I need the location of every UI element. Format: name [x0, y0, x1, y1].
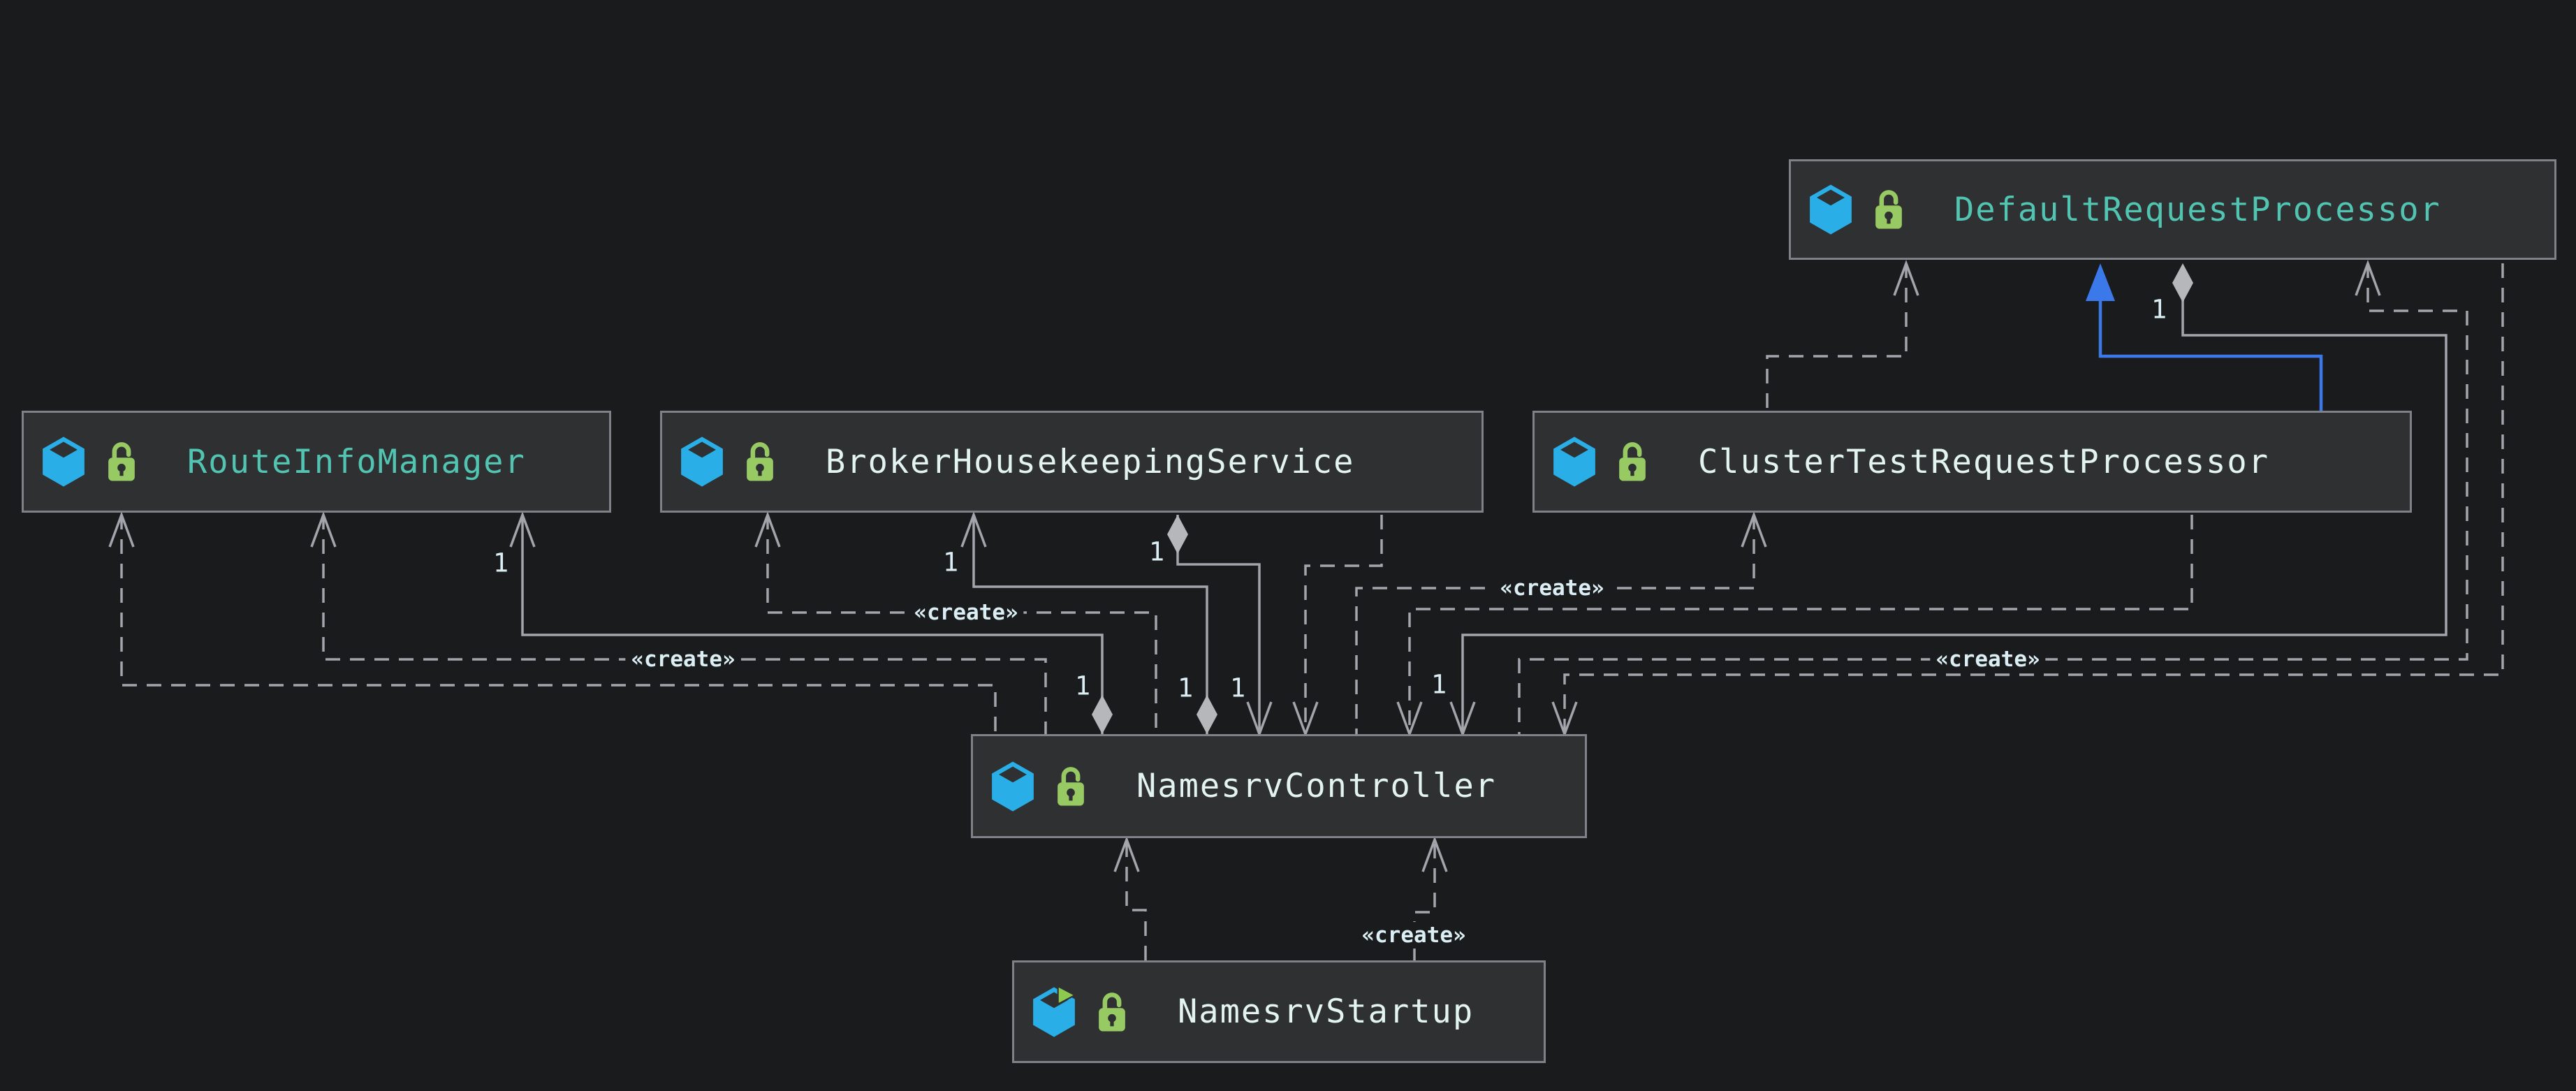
- edge-DefaultRequestProcessor-NamesrvController: [1461, 279, 2447, 734]
- edge-NamesrvController-BrokerHousekeepingService: [972, 515, 1208, 734]
- lock-icon: [1619, 442, 1646, 481]
- edge-ClusterTestRequestProcessor-NamesrvController: [1408, 515, 2193, 734]
- class-cube-icon: [1553, 437, 1595, 487]
- edge-BrokerHousekeepingService-NamesrvController: [1304, 515, 1383, 734]
- stereotype-label: «create»: [1930, 646, 2046, 673]
- edge-ClusterTestRequestProcessor-DefaultRequestProcessor: [1766, 263, 1908, 411]
- class-cube-icon: [681, 437, 723, 487]
- edge-DefaultRequestProcessor-NamesrvController: [1563, 263, 2504, 734]
- open-arrowhead-icon: [1421, 835, 1448, 872]
- edge-NamesrvStartup-NamesrvController: [1125, 840, 1147, 960]
- class-cube-icon: [992, 761, 1034, 812]
- open-arrowhead-icon: [1741, 511, 1767, 548]
- class-node-defaultrequestprocessor[interactable]: DefaultRequestProcessor: [1789, 159, 2556, 260]
- stereotype-label: «create»: [908, 599, 1024, 626]
- class-node-namesrvstartup[interactable]: NamesrvStartup: [1012, 960, 1546, 1063]
- lock-icon: [1099, 992, 1125, 1032]
- class-node-brokerhousekeepingservice[interactable]: BrokerHousekeepingService: [660, 411, 1484, 513]
- class-cube-icon: [1810, 184, 1852, 235]
- open-arrowhead-icon: [2355, 259, 2381, 296]
- node-icons: [990, 761, 1136, 812]
- multiplicity-label: 1: [1074, 671, 1091, 701]
- stereotype-label: «create»: [625, 646, 741, 673]
- node-icons: [679, 436, 826, 488]
- open-arrowhead-icon: [310, 511, 337, 548]
- open-arrowhead-icon: [1113, 835, 1140, 872]
- open-arrowhead-icon: [509, 511, 536, 548]
- multiplicity-label: 1: [492, 548, 509, 578]
- edge-NamesrvController-RouteInfoManager: [120, 515, 997, 734]
- edge-NamesrvController-DefaultRequestProcessor: [1518, 263, 2468, 734]
- open-arrowhead-icon: [108, 511, 135, 548]
- edge-ClusterTestRequestProcessor-DefaultRequestProcessor: [2098, 269, 2323, 411]
- edge-NamesrvController-ClusterTestRequestProcessor: [1355, 515, 1755, 734]
- multiplicity-label: 1: [942, 547, 959, 578]
- class-title: NamesrvStartup: [1178, 993, 1474, 1031]
- multiplicity-label: 1: [1148, 536, 1165, 567]
- open-arrowhead-icon: [1893, 259, 1919, 296]
- class-node-routeinfomanager[interactable]: RouteInfoManager: [22, 411, 611, 513]
- lock-icon: [747, 442, 773, 481]
- lock-icon: [1058, 766, 1084, 806]
- multiplicity-label: 1: [2151, 294, 2167, 325]
- class-title: NamesrvController: [1136, 767, 1497, 805]
- stereotype-label: «create»: [1494, 575, 1610, 601]
- node-icons: [1808, 184, 1954, 235]
- open-arrowhead-icon: [754, 511, 781, 548]
- class-title: RouteInfoManager: [187, 442, 526, 481]
- class-cube-icon: [1033, 986, 1077, 1037]
- class-cube-icon: [43, 437, 85, 487]
- class-title: DefaultRequestProcessor: [1954, 190, 2441, 229]
- node-icons: [1031, 986, 1178, 1038]
- class-title: BrokerHousekeepingService: [826, 442, 1355, 481]
- edge-NamesrvController-BrokerHousekeepingService: [766, 515, 1157, 734]
- edge-NamesrvController-RouteInfoManager: [521, 515, 1104, 734]
- node-icons: [1551, 436, 1698, 488]
- stereotype-label: «create»: [1356, 922, 1472, 949]
- class-node-clustertestrequestprocessor[interactable]: ClusterTestRequestProcessor: [1532, 411, 2412, 513]
- inheritance-arrowhead-icon: [2086, 263, 2115, 301]
- class-node-namesrvcontroller[interactable]: NamesrvController: [971, 734, 1587, 838]
- class-title: ClusterTestRequestProcessor: [1698, 442, 2270, 481]
- aggregation-diamond-icon: [2172, 263, 2193, 302]
- aggregation-diamond-icon: [1167, 515, 1188, 554]
- multiplicity-label: 1: [1430, 669, 1447, 700]
- multiplicity-label: 1: [1229, 673, 1246, 703]
- open-arrowhead-icon: [960, 511, 987, 548]
- edge-NamesrvStartup-NamesrvController: [1413, 840, 1436, 960]
- node-icons: [41, 436, 187, 488]
- aggregation-diamond-icon: [1196, 695, 1217, 734]
- multiplicity-label: 1: [1177, 673, 1194, 703]
- lock-icon: [108, 442, 135, 481]
- aggregation-diamond-icon: [1092, 695, 1113, 734]
- lock-icon: [1875, 190, 1902, 229]
